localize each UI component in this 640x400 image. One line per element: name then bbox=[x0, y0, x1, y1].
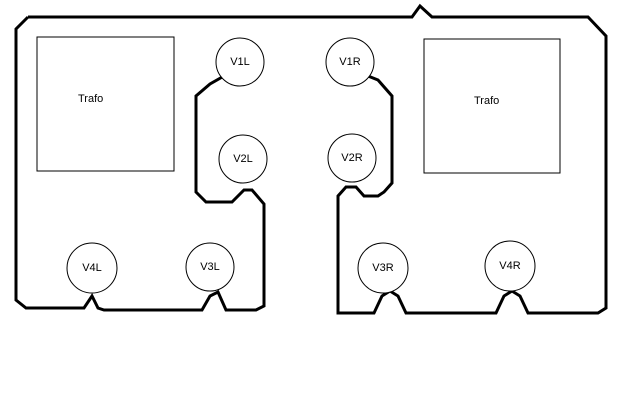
transformer-label-left: Trafo bbox=[78, 93, 103, 105]
chassis-outline-left bbox=[14, 15, 266, 312]
tube-v4r: V4R bbox=[484, 240, 536, 292]
tube-v1l: V1L bbox=[215, 37, 265, 87]
tube-label: V4R bbox=[499, 260, 520, 272]
tube-label: V1R bbox=[339, 56, 360, 68]
transformer-box-right bbox=[423, 38, 561, 174]
transformer-box-left bbox=[36, 36, 175, 172]
tube-v3r: V3R bbox=[357, 242, 409, 294]
tube-v3l: V3L bbox=[185, 242, 235, 292]
tube-label: V2L bbox=[233, 153, 253, 165]
tube-v1r: V1R bbox=[325, 37, 375, 87]
tube-label: V4L bbox=[82, 262, 102, 274]
transformer-label-right: Trafo bbox=[474, 95, 499, 107]
tube-v2r: V2R bbox=[327, 133, 377, 183]
tube-label: V3L bbox=[200, 261, 220, 273]
tube-label: V2R bbox=[341, 152, 362, 164]
tube-v2l: V2L bbox=[218, 134, 268, 184]
tube-v4l: V4L bbox=[66, 242, 118, 294]
tube-label: V3R bbox=[372, 262, 393, 274]
chassis-outline bbox=[28, 3, 608, 315]
tube-label: V1L bbox=[230, 56, 250, 68]
